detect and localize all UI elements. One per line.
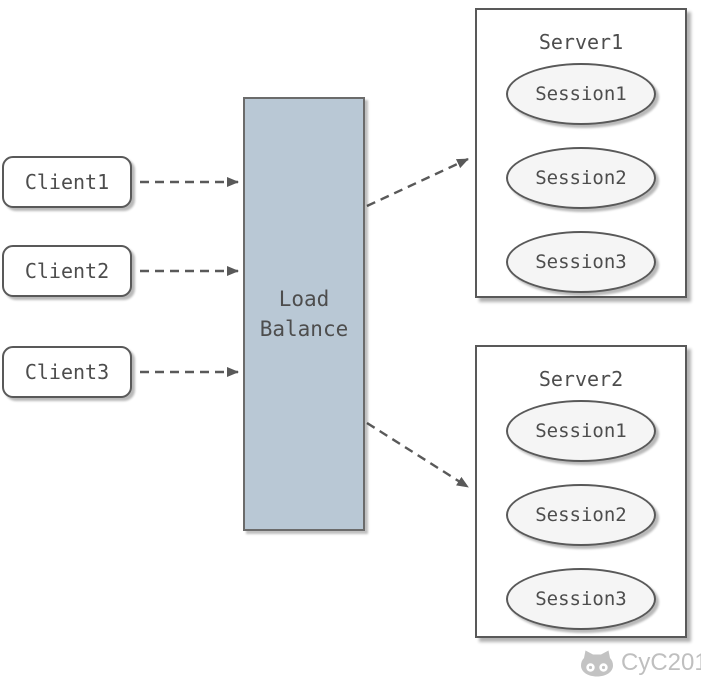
server2-session2-node: Session2 (506, 484, 656, 546)
client3-label: Client3 (24, 360, 110, 384)
server2-session3-label: Session3 (535, 588, 627, 610)
server1-node: Server1 Session1 Session2 Session3 (475, 8, 687, 298)
arrow-loadbalancer-to-server2 (366, 421, 469, 489)
server1-session3-label: Session3 (535, 251, 627, 273)
server2-session3-node: Session3 (506, 568, 656, 630)
server1-session2-node: Session2 (506, 147, 656, 209)
client2-node: Client2 (2, 245, 132, 297)
load-balancer-node: Load Balance (243, 97, 365, 531)
arrow-loadbalancer-to-server1 (366, 157, 469, 208)
server2-session1-label: Session1 (535, 420, 627, 442)
server2-session2-label: Session2 (535, 504, 627, 526)
octocat-icon (581, 650, 613, 677)
server1-session3-node: Session3 (506, 231, 656, 293)
server1-session1-node: Session1 (506, 63, 656, 125)
server2-session1-node: Session1 (506, 400, 656, 462)
client3-node: Client3 (2, 346, 132, 398)
client1-label: Client1 (24, 170, 110, 194)
client1-node: Client1 (2, 156, 132, 208)
server1-sessions: Session1 Session2 Session3 (506, 63, 656, 293)
server2-node: Server2 Session1 Session2 Session3 (475, 345, 687, 638)
load-balancer-label: Load Balance (259, 286, 349, 341)
server1-session2-label: Session2 (535, 167, 627, 189)
server2-title: Server2 (538, 367, 624, 391)
client2-label: Client2 (24, 259, 110, 283)
server2-sessions: Session1 Session2 Session3 (506, 400, 656, 630)
server1-title: Server1 (538, 30, 624, 54)
server1-session1-label: Session1 (535, 83, 627, 105)
watermark: CyC2018 (579, 649, 701, 677)
watermark-text: CyC2018 (621, 649, 701, 676)
